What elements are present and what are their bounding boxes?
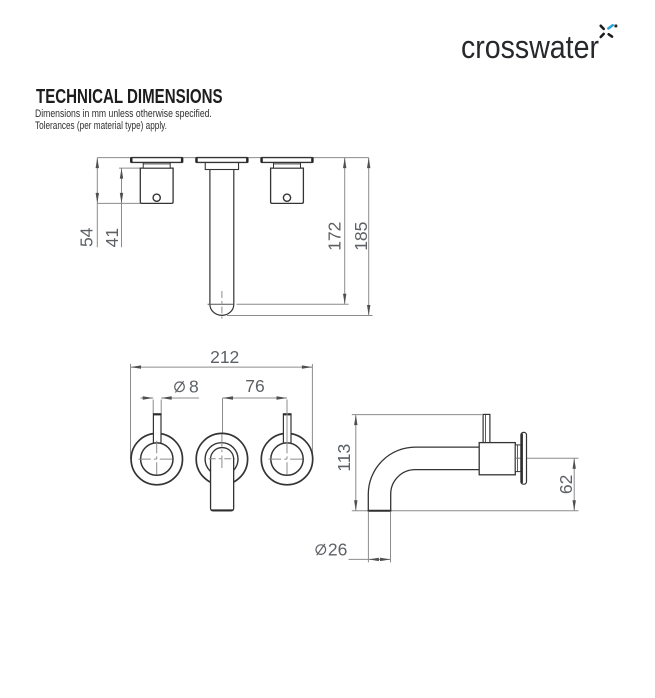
svg-text:crosswater: crosswater: [461, 29, 599, 65]
svg-text:41: 41: [102, 228, 122, 247]
svg-text:172: 172: [324, 222, 344, 251]
svg-text:26: 26: [328, 540, 347, 560]
svg-text:212: 212: [210, 347, 239, 367]
svg-text:54: 54: [77, 227, 97, 247]
svg-text:113: 113: [334, 444, 354, 472]
svg-text:185: 185: [351, 222, 371, 251]
svg-text:76: 76: [245, 376, 264, 396]
svg-text:8: 8: [189, 377, 199, 397]
svg-text:62: 62: [556, 475, 576, 494]
